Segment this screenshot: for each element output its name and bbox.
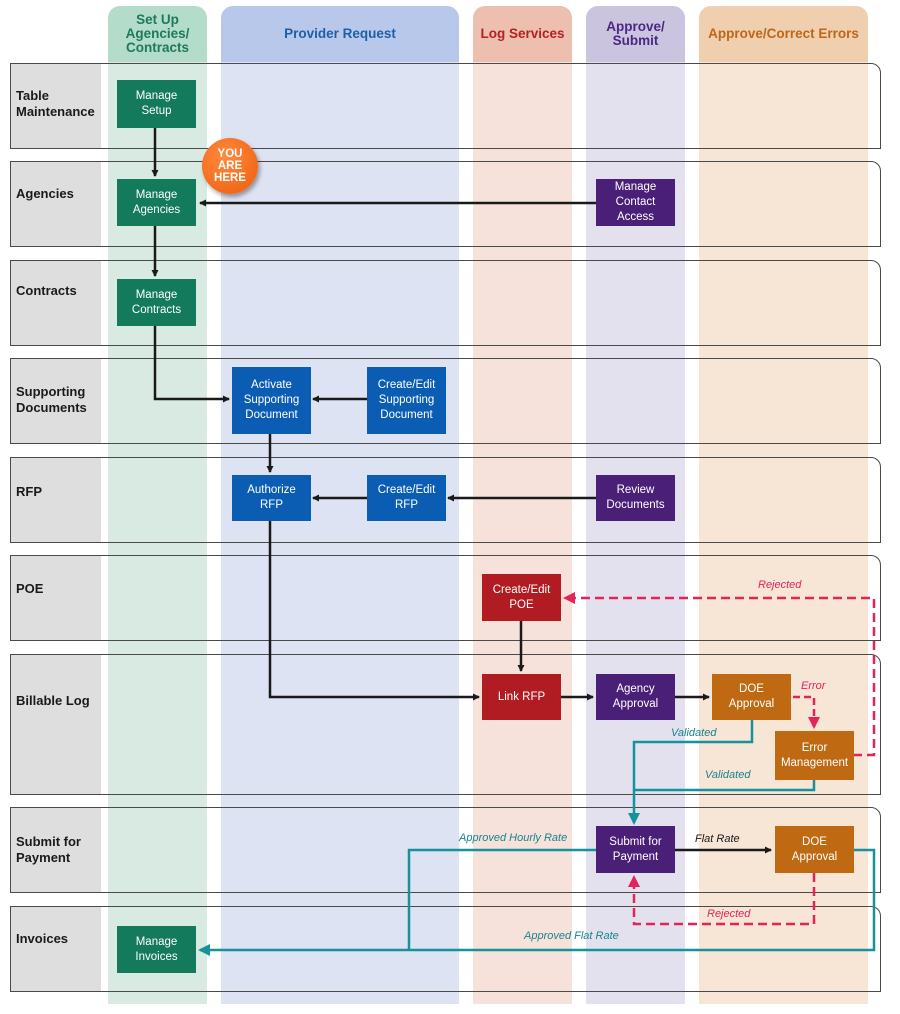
row-label-agencies: Agencies: [16, 186, 74, 201]
column-header-approve: Approve/ Submit: [606, 18, 665, 48]
doe-approval-payment-box[interactable]: DOE Approval: [775, 826, 854, 873]
you-are-here-badge: YOU ARE HERE: [202, 138, 258, 194]
manage-contracts-box[interactable]: Manage Contracts: [117, 279, 196, 326]
manage-agencies-box[interactable]: Manage Agencies: [117, 179, 196, 226]
column-header-errors: Approve/Correct Errors: [708, 25, 859, 41]
row-label-submit-for-payment: Submit for Payment: [16, 834, 81, 866]
row-poe: [10, 555, 881, 641]
label-flat-rate: Flat Rate: [695, 833, 740, 845]
row-table-maintenance: [10, 63, 881, 149]
row-label-bg: [10, 457, 101, 543]
row-label-billable-log: Billable Log: [16, 693, 90, 708]
column-header-provider: Provider Request: [284, 25, 396, 41]
row-label-invoices: Invoices: [16, 931, 69, 946]
create-edit-poe-box[interactable]: Create/Edit POE: [482, 574, 561, 621]
row-label-poe: POE: [16, 581, 44, 596]
label-rejected-poe: Rejected: [758, 579, 802, 591]
manage-setup-box[interactable]: Manage Setup: [117, 80, 196, 128]
row-label-contracts: Contracts: [16, 283, 77, 298]
column-header-log: Log Services: [480, 25, 565, 41]
doe-approval-log-box[interactable]: DOE Approval: [712, 674, 791, 720]
activate-supporting-document-box[interactable]: Activate Supporting Document: [232, 367, 311, 434]
agency-approval-box[interactable]: Agency Approval: [596, 674, 675, 720]
row-supporting-documents: [10, 358, 881, 444]
manage-invoices-box[interactable]: Manage Invoices: [117, 926, 196, 973]
row-label-supporting-documents: Supporting Documents: [16, 384, 87, 416]
create-edit-supporting-document-box[interactable]: Create/Edit Supporting Document: [367, 367, 446, 434]
review-documents-box[interactable]: Review Documents: [596, 475, 675, 521]
row-submit-for-payment: [10, 807, 881, 893]
row-label-rfp: RFP: [16, 484, 42, 499]
row-label-table-maintenance: Table Maintenance: [16, 88, 95, 120]
error-management-box[interactable]: Error Management: [775, 731, 854, 780]
row-contracts: [10, 260, 881, 346]
label-rejected-payment: Rejected: [707, 908, 751, 920]
label-validated-1: Validated: [671, 727, 717, 739]
authorize-rfp-box[interactable]: Authorize RFP: [232, 475, 311, 521]
submit-for-payment-box[interactable]: Submit for Payment: [596, 826, 675, 873]
row-label-bg: [10, 654, 101, 795]
manage-contact-access-box[interactable]: Manage Contact Access: [596, 179, 675, 226]
link-rfp-box[interactable]: Link RFP: [482, 674, 561, 720]
create-edit-rfp-box[interactable]: Create/Edit RFP: [367, 475, 446, 521]
column-header-setup: Set Up Agencies/ Contracts: [125, 11, 190, 56]
row-agencies: [10, 161, 881, 247]
label-error: Error: [801, 680, 826, 692]
column-log: [473, 6, 572, 1004]
label-approved-flat-rate: Approved Flat Rate: [524, 930, 619, 942]
label-approved-hourly-rate: Approved Hourly Rate: [459, 832, 568, 844]
label-validated-2: Validated: [705, 769, 751, 781]
